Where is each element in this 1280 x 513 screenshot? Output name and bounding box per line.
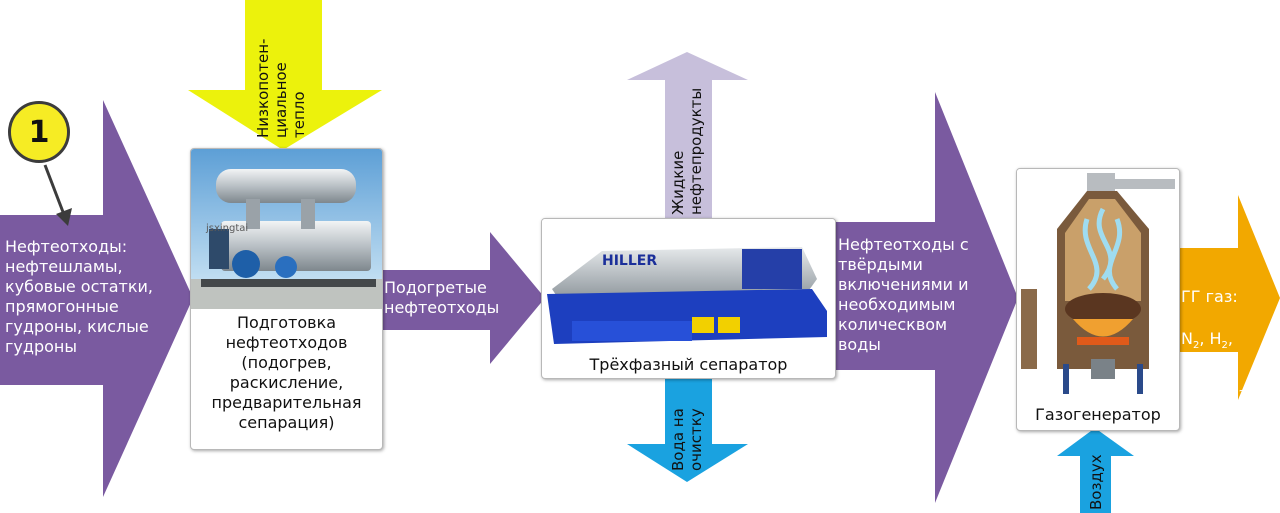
preparation-card: jsxingtai Подготовка нефтеотходов (подог… — [190, 148, 383, 450]
svg-text:HILLER: HILLER — [602, 253, 657, 269]
decanter-centrifuge-image: HILLER — [542, 219, 835, 354]
air-label: Воздух — [1087, 454, 1105, 510]
gasifier-card: Газогенератор — [1016, 168, 1180, 431]
input-arrow — [0, 100, 193, 497]
gas-title: ГГ газ: — [1181, 287, 1238, 306]
svg-text:jsxingtai: jsxingtai — [205, 223, 248, 234]
gasifier-caption: Газогенератор — [1035, 405, 1161, 424]
separator-card: HILLER Трёхфазный сепаратор — [541, 218, 836, 379]
gas-arrow — [1178, 195, 1280, 400]
air-arrow — [1057, 428, 1134, 513]
heat-arrow — [188, 0, 382, 150]
step-badge: 1 — [8, 101, 70, 163]
liquid-label: Жидкие нефтепродукты — [669, 87, 705, 215]
solids-label: Нефтеотходы с твёрдыми включениями и нео… — [838, 235, 969, 354]
separator-caption: Трёхфазный сепаратор — [589, 355, 788, 374]
heated-label: Подогретые нефтеотходы — [384, 278, 500, 317]
solids-arrow — [835, 92, 1018, 503]
preparation-caption: Подготовка нефтеотходов (подогрев, раски… — [211, 313, 362, 432]
water-label: Вода на очистку — [669, 408, 705, 471]
heater-equipment-image: jsxingtai — [191, 149, 382, 309]
water-arrow — [627, 378, 748, 482]
gas-line-2: CO, CO2 — [1181, 378, 1246, 401]
liquid-arrow — [627, 52, 748, 222]
gas-label: ГГ газ: N2, H2, CO, CO2 — [1181, 265, 1245, 426]
heat-label: Низкопотен- циальное тепло — [254, 38, 308, 138]
input-label: Нефтеотходы: нефтешламы, кубовые остатки… — [5, 237, 153, 356]
heated-arrow — [380, 232, 545, 364]
gas-line-1: N2, H2, — [1181, 329, 1234, 352]
gasifier-cutaway-image — [1017, 169, 1179, 401]
